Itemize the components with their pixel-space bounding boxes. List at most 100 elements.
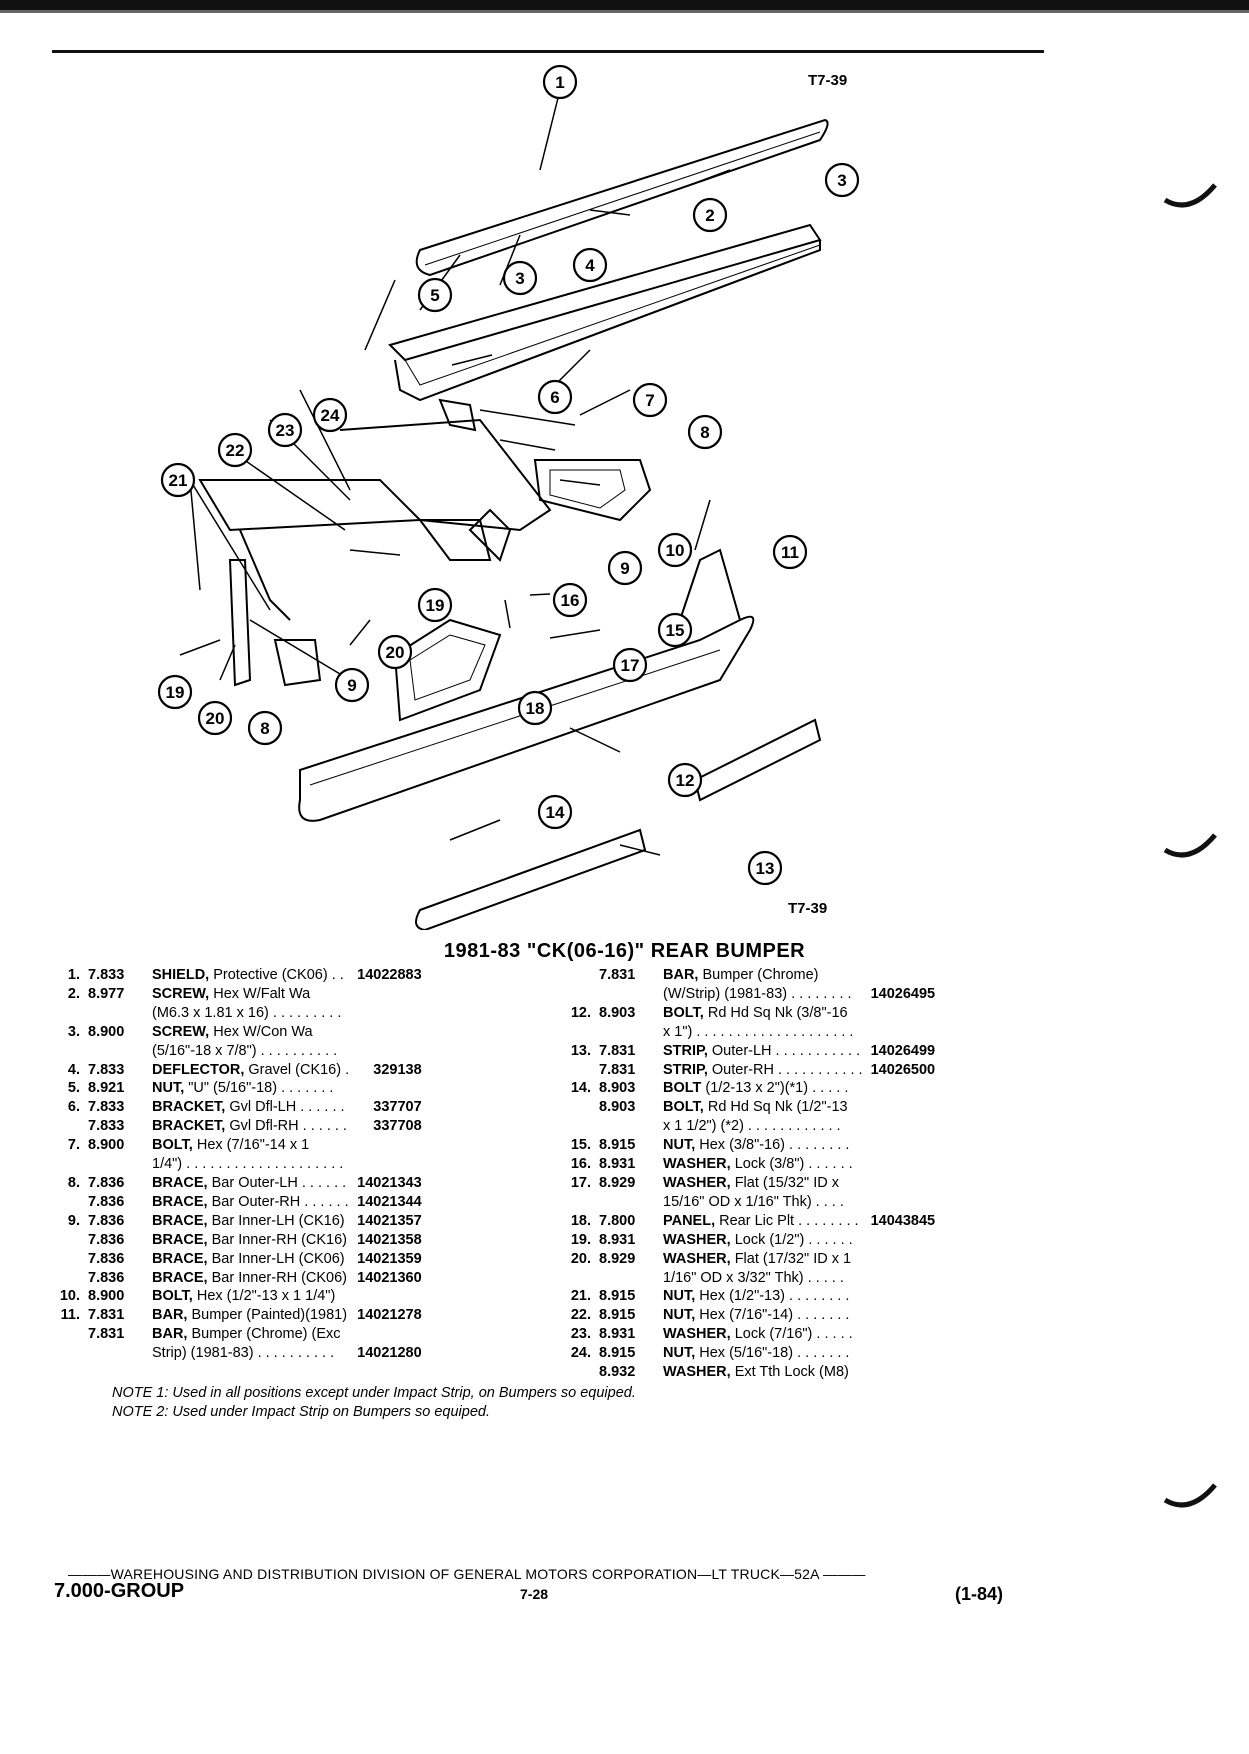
part-name: BAR, (152, 1326, 188, 1343)
part-detail: Gvl Dfl-LH . . . . . . (225, 1099, 345, 1116)
part-detail: (1/2-13 x 2")(*1) . . . . . (701, 1080, 849, 1097)
part-detail: Rd Hd Sq Nk (3/8"-16 (703, 1004, 848, 1021)
part-description: PANEL, Rear Lic Plt . . . . . . . . (659, 1212, 867, 1231)
item-number: 2. (67, 985, 80, 1002)
header-rule (52, 50, 1044, 53)
callout-9: 9 (607, 550, 643, 586)
part-detail: Rear Lic Plt . . . . . . . . (715, 1212, 859, 1229)
part-number: 14021278 (357, 1307, 422, 1324)
callout-19a: 19 (417, 587, 453, 623)
part-name: WASHER, (663, 1174, 731, 1191)
part-description: SCREW, Hex W/Con Wa (148, 1023, 353, 1042)
item-number (44, 1231, 84, 1250)
part-number: 14021344 (357, 1193, 422, 1210)
svg-text:17: 17 (621, 656, 640, 675)
parts-row: (M6.3 x 1.81 x 16) . . . . . . . . . (44, 1004, 426, 1023)
svg-text:11: 11 (781, 543, 799, 562)
svg-text:8: 8 (700, 423, 709, 442)
group-number: 7.836 (88, 1231, 125, 1248)
group-number: 7.836 (88, 1174, 125, 1191)
callout-4: 4 (572, 247, 608, 283)
group-number: 8.931 (599, 1231, 636, 1248)
part-number: 14043845 (870, 1212, 936, 1229)
part-detail: (5/16"-18 x 7/8") . . . . . . . . . . (152, 1042, 338, 1059)
item-number (44, 1344, 84, 1363)
page-title: 1981-83 "CK(06-16)" REAR BUMPER (443, 940, 806, 962)
part-description: BRACE, Bar Outer-LH . . . . . . (148, 1174, 353, 1193)
parts-row: (5/16"-18 x 7/8") . . . . . . . . . . (44, 1042, 426, 1061)
part-description: BOLT, Hex (1/2"-13 x 1 1/4") (148, 1287, 353, 1306)
item-number: 12. (570, 1004, 591, 1021)
svg-text:10: 10 (666, 541, 685, 560)
part-description: BRACE, Bar Inner-LH (CK06) (148, 1250, 353, 1269)
part-number: 14021360 (357, 1269, 422, 1286)
item-number: 23. (570, 1326, 591, 1343)
part-description: NUT, Hex (1/2"-13) . . . . . . . . (659, 1287, 867, 1306)
item-number (44, 1004, 84, 1023)
callout-14: 14 (537, 794, 573, 830)
parts-row: Strip) (1981-83) . . . . . . . . . .1402… (44, 1344, 426, 1363)
part-description: BRACE, Bar Outer-RH . . . . . . (148, 1193, 353, 1212)
svg-text:24: 24 (321, 406, 340, 425)
callout-3b: 3 (502, 260, 538, 296)
item-number (555, 985, 595, 1004)
item-number (555, 1363, 595, 1382)
group-number: 8.931 (599, 1326, 636, 1343)
part-name: DEFLECTOR, (152, 1061, 245, 1078)
bracket-gvl-part (438, 398, 477, 432)
strip-rh-part (693, 718, 822, 802)
part-description: WASHER, Lock (1/2") . . . . . . (659, 1231, 867, 1250)
part-description: WASHER, Ext Tth Lock (M8) (659, 1363, 867, 1382)
callout-5: 5 (417, 277, 453, 313)
item-number (555, 1023, 595, 1042)
item-number (44, 1325, 84, 1344)
part-detail: Bar Outer-RH . . . . . . (207, 1193, 349, 1210)
part-description: BOLT, Rd Hd Sq Nk (3/8"-16 (659, 1004, 867, 1023)
part-number (867, 1136, 940, 1155)
part-name: BRACE, (152, 1212, 208, 1229)
part-description: STRIP, Outer-RH . . . . . . . . . . . (659, 1061, 867, 1080)
callout-1: 1 (542, 64, 578, 100)
part-name: SCREW, (152, 985, 210, 1002)
group-number: 7.833 (88, 1118, 125, 1135)
group-number: 7.831 (599, 1061, 636, 1078)
svg-text:15: 15 (666, 621, 685, 640)
callout-21: 21 (160, 462, 196, 498)
item-number: 17. (570, 1174, 591, 1191)
part-number (867, 1023, 940, 1042)
part-number (867, 1344, 940, 1363)
part-description: 1/4") . . . . . . . . . . . . . . . . . … (148, 1155, 353, 1174)
item-number (44, 1269, 84, 1288)
part-name: STRIP, (663, 1061, 708, 1078)
item-number: 14. (570, 1080, 591, 1097)
part-number (353, 1287, 426, 1306)
group-number: 8.929 (599, 1174, 636, 1191)
part-description: DEFLECTOR, Gravel (CK16) . (148, 1061, 353, 1080)
group-number: 7.836 (88, 1212, 125, 1229)
part-description: WASHER, Flat (17/32" ID x 1 (659, 1250, 867, 1269)
item-number: 3. (67, 1023, 80, 1040)
item-number: 1. (67, 967, 80, 983)
item-number: 15. (570, 1137, 591, 1154)
svg-text:22: 22 (226, 441, 245, 460)
part-detail: Bar Inner-LH (CK16) (207, 1212, 345, 1229)
part-number: 14021357 (357, 1212, 422, 1229)
part-description: BRACE, Bar Inner-LH (CK16) (148, 1212, 353, 1231)
part-number (867, 1287, 940, 1306)
parts-row: x 1 1/2") (*2) . . . . . . . . . . . . (555, 1117, 939, 1136)
callout-17: 17 (612, 647, 648, 683)
part-description: WASHER, Lock (7/16") . . . . . (659, 1325, 867, 1344)
svg-text:3: 3 (515, 269, 524, 288)
